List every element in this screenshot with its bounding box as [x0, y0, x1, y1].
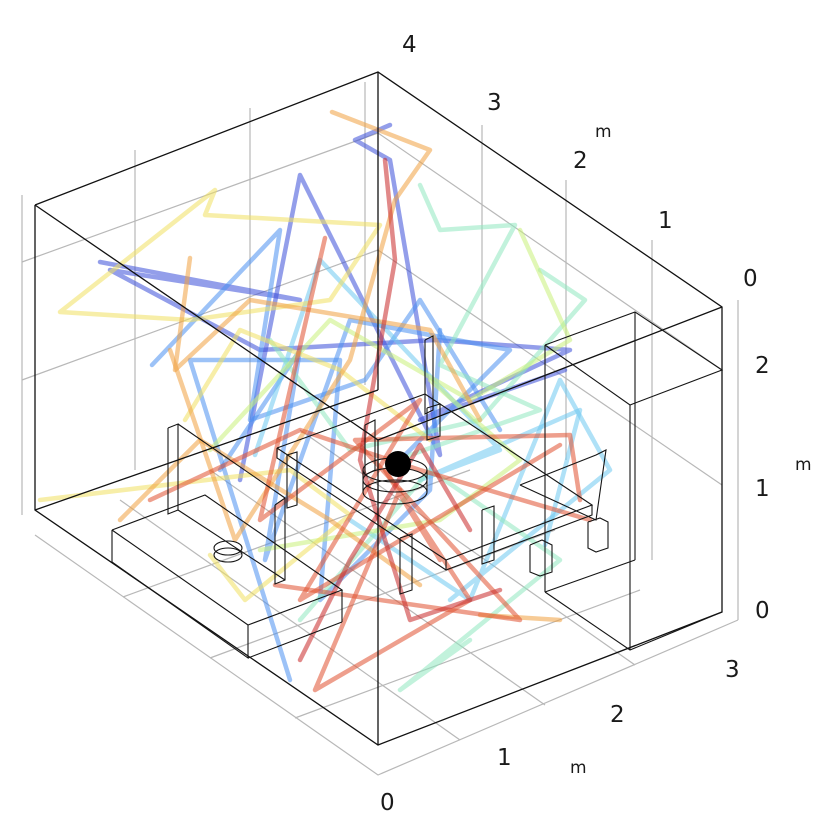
ray-path-13 — [57, 187, 383, 323]
ray-path-7 — [347, 377, 613, 603]
ray-path-17 — [172, 255, 483, 423]
y-axis-unit: m — [570, 758, 587, 778]
cabinet — [544, 311, 724, 651]
furniture — [111, 311, 724, 660]
x-tick-0: 0 — [755, 598, 770, 624]
ray-path-25 — [297, 442, 473, 663]
z-tick-3: 3 — [487, 90, 502, 116]
ray-path-3 — [149, 227, 503, 433]
y-tick-1: 1 — [497, 745, 512, 771]
ray-path-6 — [252, 257, 583, 548]
left-desk — [111, 423, 344, 660]
ray-path-8 — [407, 182, 543, 458]
z-tick-4: 4 — [402, 32, 417, 58]
wall-grid — [21, 82, 739, 620]
ray-path-24 — [357, 157, 503, 623]
ray-paths — [37, 109, 613, 693]
y-tick-2: 2 — [610, 702, 625, 728]
point-source-dot — [385, 451, 411, 477]
ray-path-15 — [182, 327, 433, 443]
z-axis-labels: 4 3 2 1 0 m — [402, 32, 758, 292]
x-tick-1: 1 — [755, 476, 770, 502]
y-tick-3: 3 — [725, 657, 740, 683]
x-axis-unit: m — [795, 455, 812, 475]
y-tick-0: 0 — [380, 790, 395, 816]
right-chairs — [424, 335, 609, 577]
z-tick-1: 1 — [658, 208, 673, 234]
room-box — [34, 71, 723, 746]
z-tick-0: 0 — [743, 266, 758, 292]
y-axis-labels: 0 1 2 3 m — [380, 657, 740, 816]
center-table — [276, 393, 594, 595]
x-axis-labels: 0 2 1 m — [755, 353, 812, 624]
z-tick-2: 2 — [573, 148, 588, 174]
z-axis-unit: m — [595, 122, 612, 142]
x-tick-2: 2 — [755, 353, 770, 379]
